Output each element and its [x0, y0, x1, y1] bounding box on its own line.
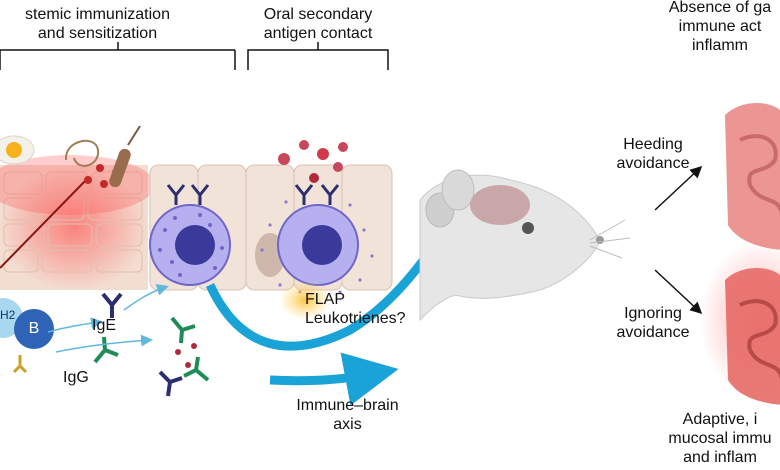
mast-cell-activated	[260, 184, 374, 320]
oral-bracket	[247, 42, 389, 70]
outcome-label: Adaptive, i mucosal immu and inflam	[660, 410, 780, 467]
mouse-illustration	[419, 169, 631, 322]
outcome-line2: mucosal immu	[668, 430, 772, 447]
systemic-label: stemic immunization and sensitization	[0, 5, 195, 43]
immune-brain-axis-label: Immune–brain axis	[285, 396, 410, 434]
absence-label-line2: immune act	[678, 18, 762, 35]
egg-icon	[0, 135, 35, 165]
inflamed-intestine	[700, 240, 780, 405]
peanut-icon	[64, 140, 100, 167]
ignoring-line2: avoidance	[616, 324, 690, 341]
ige-to-mastcell-arrow	[123, 283, 169, 311]
axis-arrow-lower	[269, 352, 399, 406]
systemic-bracket	[0, 42, 236, 70]
absence-label: Absence of ga immune act inflamm	[660, 0, 780, 55]
outcome-line1: Adaptive, i	[682, 411, 758, 428]
healthy-intestine	[725, 103, 780, 250]
oral-label-line2: antigen contact	[263, 25, 373, 42]
systemic-label-line2: and sensitization	[37, 25, 158, 42]
ige-antibody	[101, 292, 123, 318]
th2-label: H2	[0, 308, 16, 322]
ignoring-arrow	[654, 269, 703, 315]
oral-label: Oral secondary antigen contact	[248, 5, 388, 43]
heeding-label: Heeding avoidance	[598, 135, 708, 173]
oral-label-line1: Oral secondary	[263, 6, 373, 23]
igg-label: IgG	[63, 369, 89, 386]
b-cell	[12, 309, 54, 374]
axis-line1: Immune–brain	[296, 397, 399, 414]
heeding-arrow	[654, 165, 703, 211]
mediators-line2: Leukotrienes?	[305, 310, 406, 327]
mediators-label: FLAP Leukotrienes?	[305, 290, 406, 328]
mast-cell-resting	[149, 184, 231, 286]
allergen-particles-oral	[278, 140, 348, 183]
b-to-ige-arrow	[47, 317, 103, 333]
igg-antibodies	[93, 316, 210, 382]
mediators-line1: FLAP	[305, 291, 346, 308]
b-cell-label: B	[28, 320, 40, 337]
ige-label: IgE	[92, 317, 117, 334]
b-to-igg-arrow	[55, 334, 153, 353]
systemic-label-line1: stemic immunization	[25, 6, 170, 23]
ignoring-label: Ignoring avoidance	[598, 304, 708, 342]
skin-epithelium	[0, 155, 155, 290]
absence-label-line3: inflamm	[691, 37, 748, 54]
heeding-line1: Heeding	[623, 136, 683, 153]
outcome-line3: and inflam	[683, 449, 757, 466]
sausage-icon	[109, 125, 141, 188]
antibody-complex	[158, 343, 197, 397]
heeding-line2: avoidance	[616, 155, 690, 172]
ignoring-line1: Ignoring	[624, 305, 682, 322]
axis-line2: axis	[333, 416, 362, 433]
absence-label-line1: Absence of ga	[668, 0, 772, 16]
